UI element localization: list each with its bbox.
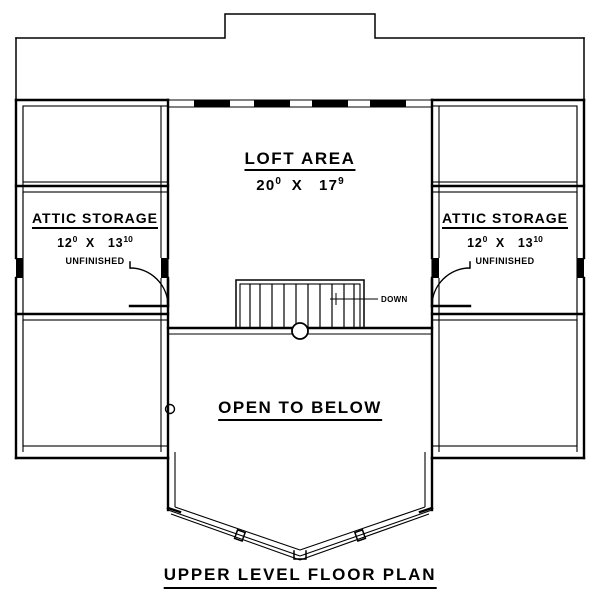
window-lite [312, 99, 348, 108]
loft-dim-times: X [291, 177, 303, 194]
balcony-railing [166, 322, 434, 340]
plan-caption: UPPER LEVEL FLOOR PLAN [163, 565, 437, 589]
wall-marker [164, 403, 176, 415]
attic-left-dim-height: 13 [107, 236, 124, 251]
newel-post-icon [291, 322, 309, 340]
attic-left-dim-width-sup: 0 [72, 234, 78, 244]
attic-right-dim-height: 13 [517, 236, 534, 251]
open-to-below-outline [166, 452, 434, 561]
down-arrow-icon [330, 293, 378, 305]
window-lite [194, 99, 230, 108]
attic-right-dimensions: 120 X 1310 [467, 235, 543, 250]
attic-left-dim-times: X [85, 236, 96, 251]
window-lite-diag-right [353, 528, 367, 543]
attic-right-dim-height-sup: 10 [533, 234, 543, 244]
loft-dim-width: 20 [256, 177, 276, 194]
window-lite [370, 99, 406, 108]
attic-right-dim-times: X [495, 236, 506, 251]
loft-top-window-wall [168, 99, 432, 108]
loft-dim-height: 17 [319, 177, 339, 194]
left-attic-rooms [14, 98, 170, 460]
stair-down-label: DOWN [381, 295, 408, 304]
loft-dim-height-sup: 9 [338, 176, 344, 187]
window-lite-right [577, 258, 584, 278]
side-windows [16, 258, 584, 278]
loft-room-dimensions: 200 X 179 [256, 176, 344, 194]
attic-right-note: UNFINISHED [475, 256, 535, 266]
attic-right-dim-width: 12 [467, 236, 483, 251]
attic-left-note: UNFINISHED [65, 256, 125, 266]
roof-outline [15, 13, 585, 101]
attic-left-dimensions: 120 X 1310 [57, 235, 133, 250]
window-lite [254, 99, 290, 108]
window-lite-left [16, 258, 23, 278]
attic-left-dim-height-sup: 10 [123, 234, 133, 244]
loft-dim-width-sup: 0 [275, 176, 281, 187]
door-right [430, 261, 472, 308]
open-to-below-title: OPEN TO BELOW [218, 398, 382, 421]
attic-right-dim-width-sup: 0 [482, 234, 488, 244]
window-lite-center-left [161, 258, 168, 278]
staircase [235, 279, 378, 329]
window-lite-diag-left [233, 528, 247, 543]
attic-left-dim-width: 12 [57, 236, 73, 251]
attic-left-title: ATTIC STORAGE [31, 211, 159, 229]
right-attic-rooms [430, 98, 586, 460]
attic-right-title: ATTIC STORAGE [441, 211, 569, 229]
loft-room-title: LOFT AREA [244, 150, 356, 171]
door-left [128, 261, 170, 308]
window-lite-center-right [432, 258, 439, 278]
